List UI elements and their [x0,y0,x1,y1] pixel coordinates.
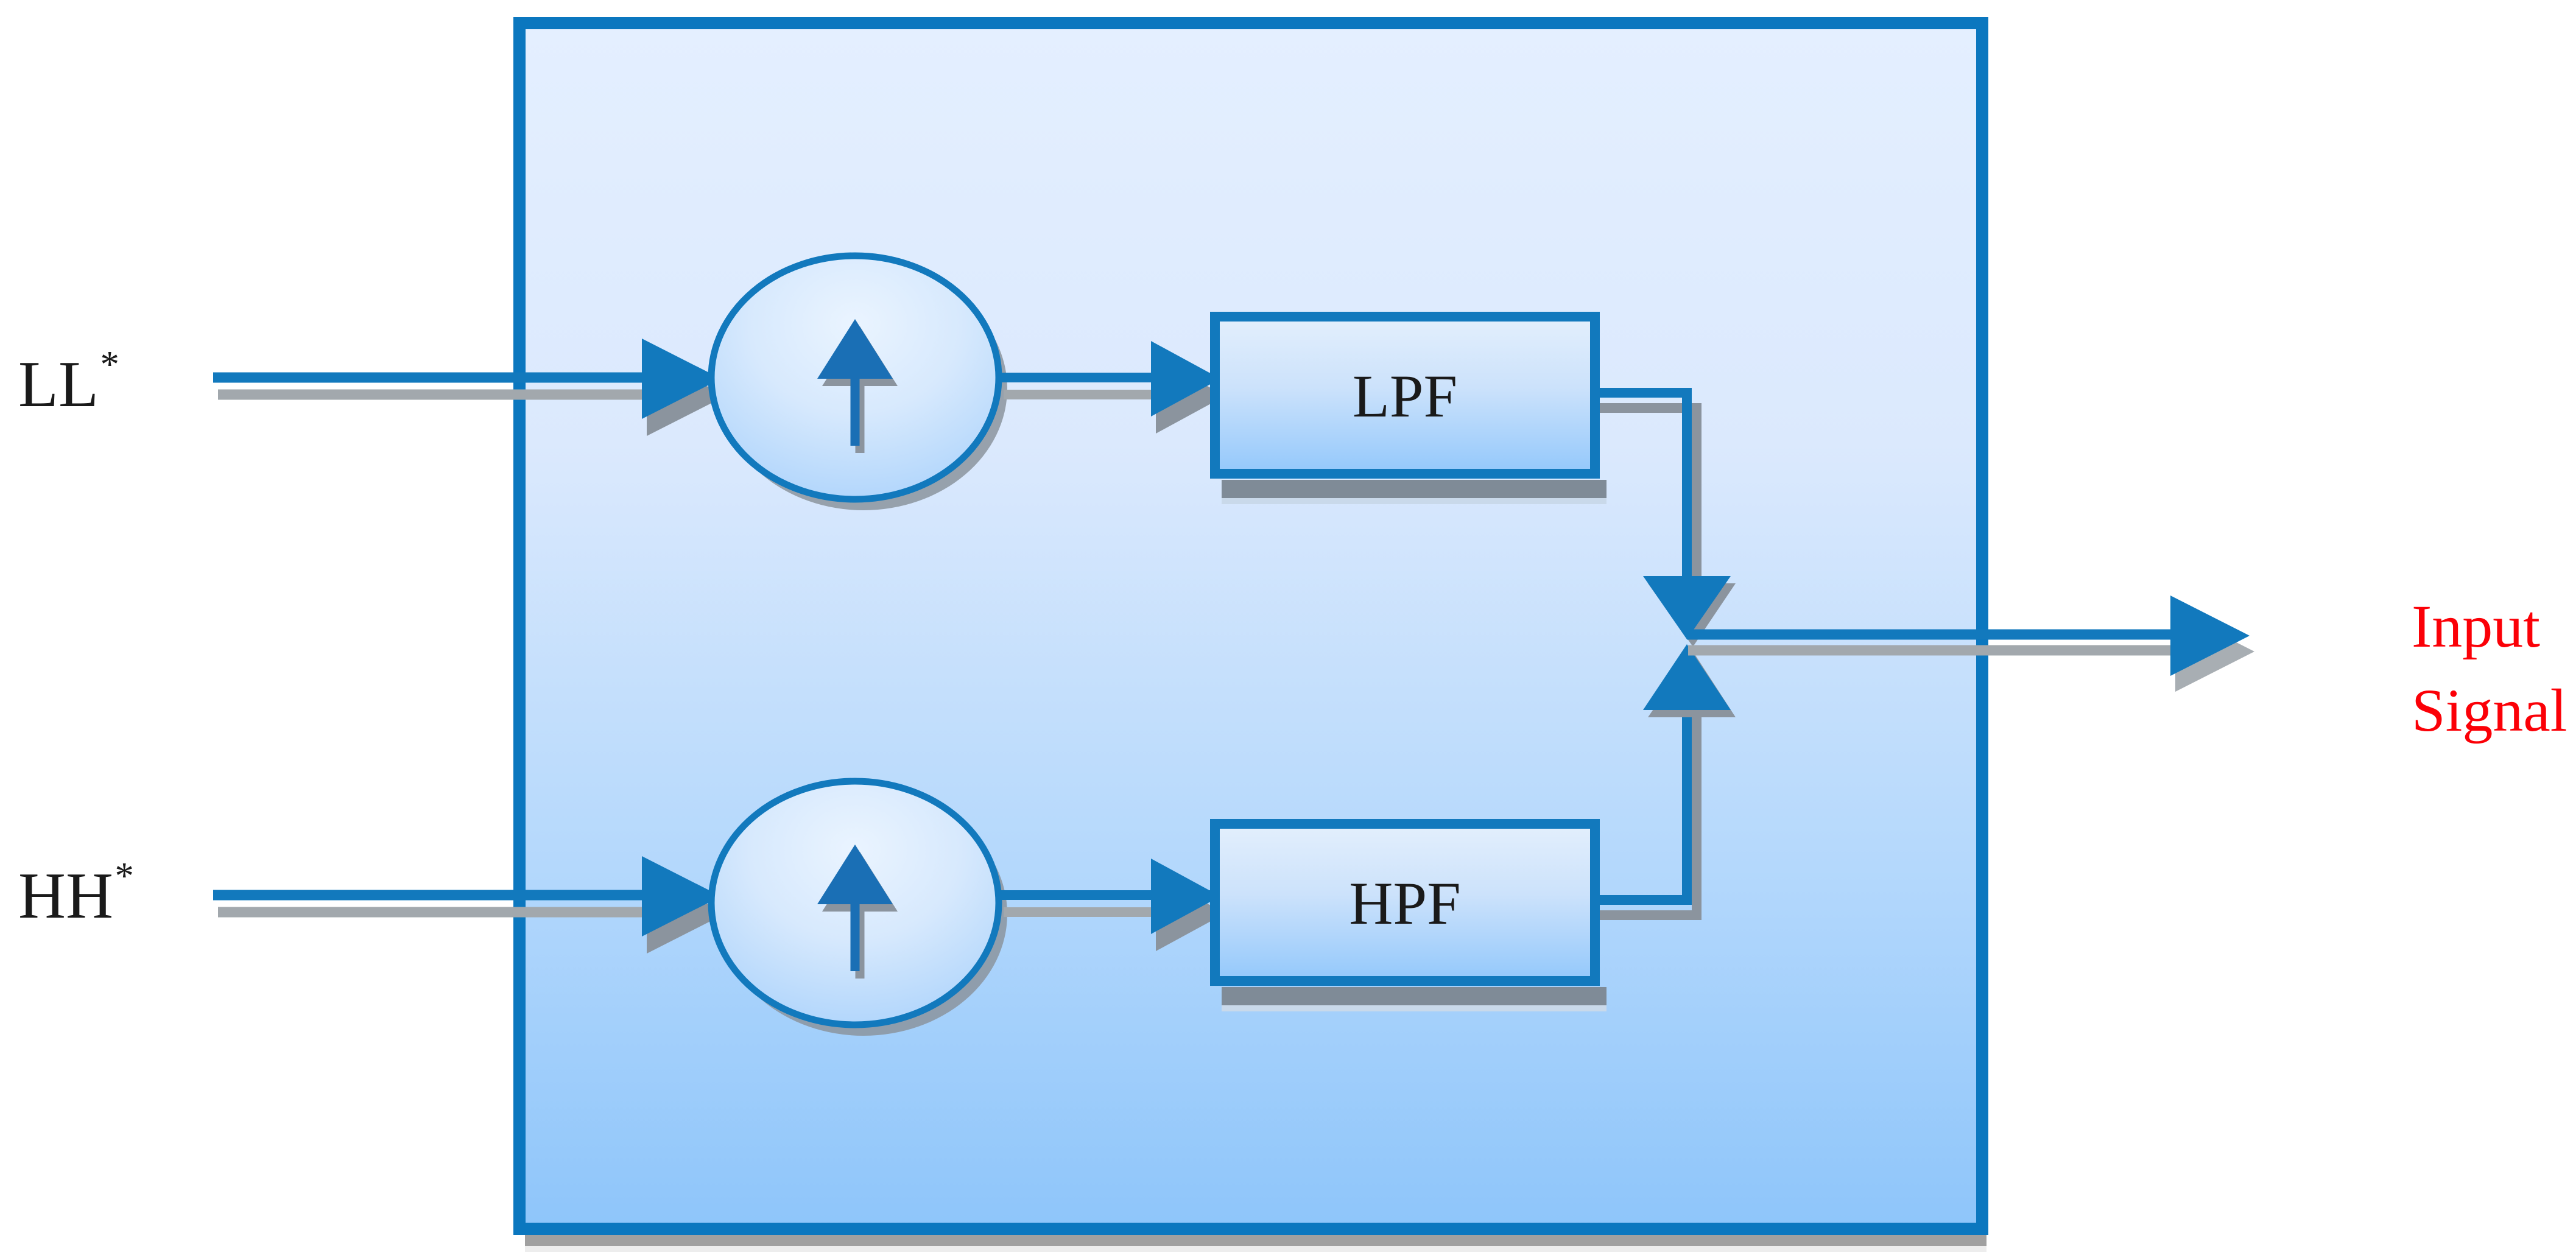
hpf-shadow-soft [1222,1005,1606,1011]
input-label-hh-text: HH [18,860,113,932]
up-arrow-head [817,319,893,379]
lpf-label: LPF [1353,362,1457,430]
output-label-line1: Input [2412,592,2541,660]
up-arrow-head [817,845,893,904]
up-arrow-icon [817,319,898,453]
input-label-ll-text: LL [18,348,99,421]
ll-input-arrow [213,339,726,436]
hpf-shadow [1222,987,1606,1005]
input-label-ll: LL* [18,345,119,418]
lpf-junction-shadow [1600,403,1701,585]
input-label-ll-superscript: * [100,342,119,385]
output-signal-arrow [1687,596,2254,692]
lpf-junction-arrowhead-down [1643,576,1731,639]
upsampler-top [708,252,1007,510]
hpf-label: HPF [1349,870,1460,937]
up-arrow-icon [817,845,898,979]
ll-input-arrowhead [642,339,721,419]
lpf-shadow-soft [1222,498,1606,504]
output-label-input-signal: Input Signal [2412,585,2567,753]
hpf-junction-shadow [1600,715,1701,920]
input-label-hh-superscript: * [114,854,134,897]
hpf-block: HPF [1210,819,1606,1011]
output-label-line2: Signal [2412,676,2567,744]
lpf-to-junction-connector [1595,388,1736,647]
hpf-to-junction-connector [1595,644,1736,920]
hpf-junction-line [1595,682,1692,905]
lpf-body [1210,312,1600,479]
hh-input-arrow [213,856,726,954]
upsampler-bottom [708,778,1007,1036]
connector-arrowhead [1151,859,1220,934]
hpf-junction-arrowhead-up [1643,644,1731,710]
lpf-block: LPF [1210,312,1606,504]
output-arrowhead [2170,596,2250,676]
lpf-shadow [1222,480,1606,498]
container-shadow-soft [525,1246,1987,1252]
input-label-hh: HH* [18,856,134,932]
container-body [513,17,1988,1235]
upsampler-top-to-lpf-arrow [999,341,1225,434]
hpf-body [1210,819,1600,986]
hh-input-arrowhead [642,856,721,936]
connector-arrowhead [1151,341,1220,416]
lpf-junction-line [1595,388,1692,609]
upsampler-bottom-to-hpf-arrow [999,859,1225,951]
synthesis-filter-bank-container [513,17,1988,1252]
